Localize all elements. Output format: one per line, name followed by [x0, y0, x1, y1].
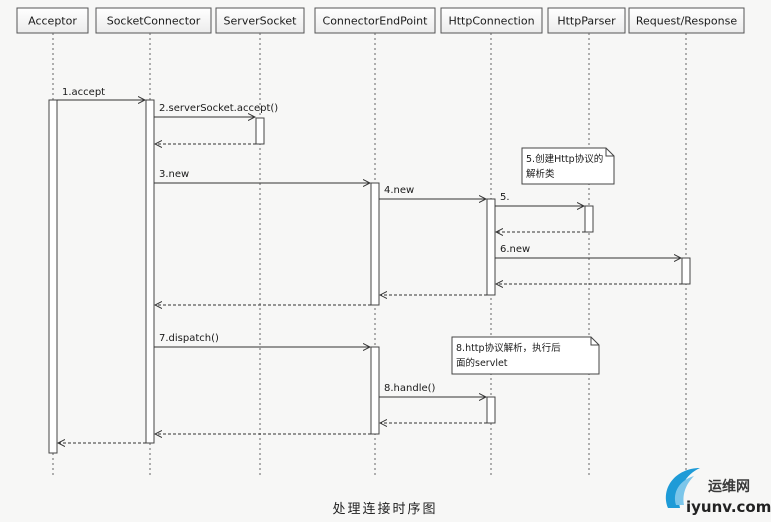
- message-labels: 1.accept 2.serverSocket.accept() 3.new 4…: [62, 87, 530, 394]
- logo-name-text: 运维网: [708, 478, 750, 495]
- actor-label-httpparser: HttpParser: [557, 15, 616, 28]
- note-5: 5.创建Http协议的 解析类: [521, 147, 615, 185]
- message-label-6: 6.new: [500, 244, 530, 255]
- return-messages: [58, 144, 682, 443]
- message-label-7: 7.dispatch(): [159, 333, 219, 344]
- note-8-line-1: 8.http协议解析，执行后: [456, 342, 561, 354]
- activation-request-response: [681, 257, 691, 285]
- actor-label-request-response: Request/Response: [636, 15, 737, 28]
- logo-swoosh-accent-icon: [674, 476, 694, 505]
- logo-url-text: iyunv.com: [686, 498, 771, 516]
- note-5-fold: [605, 148, 614, 157]
- actor-label-serversocket: ServerSocket: [224, 15, 298, 28]
- note-8: 8.http协议解析，执行后 面的servlet: [451, 336, 600, 375]
- note-5-box: [521, 147, 615, 185]
- message-label-5: 5.: [500, 192, 510, 203]
- activation-connectorendpoint-1: [370, 182, 380, 306]
- logo-swoosh-icon: [665, 468, 700, 508]
- activation-bars: [48, 99, 691, 454]
- watermark-logo: 运维网 iyunv.com: [665, 468, 771, 516]
- activation-connectorendpoint-2: [370, 346, 380, 435]
- activation-serversocket: [255, 117, 265, 145]
- actor-label-socketconnector: SocketConnector: [107, 15, 201, 28]
- activation-httpconnection-1: [486, 198, 496, 296]
- actor-box-acceptor: [16, 7, 89, 34]
- actor-box-connectorendpoint: [314, 7, 436, 34]
- actor-headers: Acceptor SocketConnector ServerSocket Co…: [16, 7, 745, 34]
- activation-acceptor: [48, 99, 58, 454]
- note-5-line-1: 5.创建Http协议的: [526, 153, 603, 165]
- call-messages: [57, 100, 681, 397]
- message-label-4: 4.new: [384, 185, 414, 196]
- note-8-fold: [590, 337, 599, 346]
- actor-label-httpconnection: HttpConnection: [448, 15, 534, 28]
- activation-socketconnector: [145, 99, 155, 444]
- figure-caption: 处理连接时序图: [332, 501, 437, 517]
- message-label-1: 1.accept: [62, 87, 105, 98]
- message-label-2: 2.serverSocket.accept(): [159, 103, 278, 114]
- actor-label-acceptor: Acceptor: [28, 15, 77, 28]
- actor-label-connectorendpoint: ConnectorEndPoint: [323, 15, 429, 28]
- message-label-8: 8.handle(): [384, 383, 436, 394]
- actor-box-socketconnector: [95, 7, 212, 34]
- note-8-line-2: 面的servlet: [456, 357, 508, 369]
- activation-httpconnection-2: [486, 396, 496, 424]
- actor-box-httpparser: [547, 7, 626, 34]
- activation-httpparser: [584, 205, 594, 233]
- note-5-line-2: 解析类: [526, 168, 555, 180]
- note-8-box: [451, 336, 600, 375]
- message-label-3: 3.new: [159, 169, 189, 180]
